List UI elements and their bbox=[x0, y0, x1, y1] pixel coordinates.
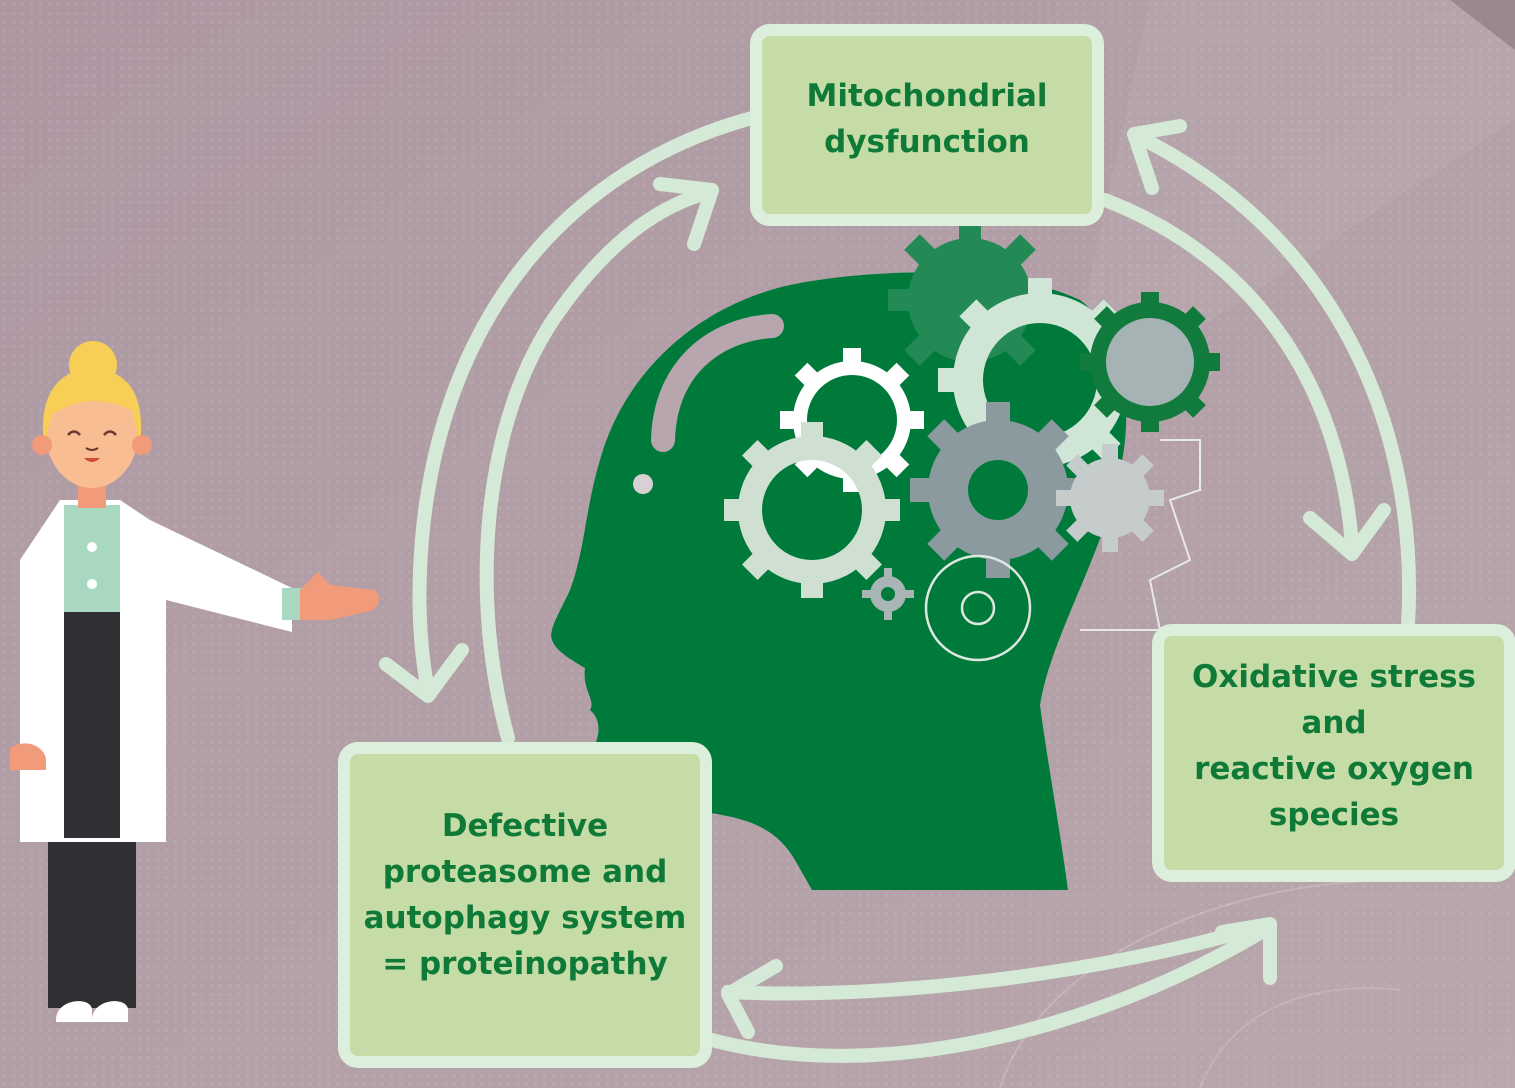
arrow-oxidative-to-proteasome bbox=[721, 918, 1272, 1001]
arrow-oxidative-to-mito bbox=[1128, 128, 1416, 632]
node-defective-proteasome: Defective proteasome and autophagy syste… bbox=[338, 742, 712, 1068]
head-highlight-arc bbox=[651, 314, 784, 452]
node-oxidative-stress: Oxidative stress and reactive oxygen spe… bbox=[1152, 624, 1515, 882]
gears-group bbox=[724, 218, 1220, 662]
node-mitochondrial-dysfunction: Mitochondrial dysfunction bbox=[750, 24, 1104, 226]
gear-grey-small bbox=[1056, 444, 1164, 552]
arrow-mito-to-oxidative bbox=[1098, 193, 1359, 552]
node-label: Mitochondrial dysfunction bbox=[806, 78, 1048, 160]
gear-white-outline bbox=[780, 348, 924, 492]
gear-tiny bbox=[862, 568, 914, 620]
gear-outline-thin bbox=[924, 554, 1032, 662]
gear-grey-large bbox=[910, 402, 1086, 578]
arrow-proteasome-to-mito bbox=[479, 185, 717, 745]
node-label: Oxidative stress and reactive oxygen spe… bbox=[1191, 659, 1477, 833]
gear-green-ring bbox=[1080, 292, 1220, 432]
gear-outline-partial bbox=[1080, 439, 1201, 631]
scientist-illustration bbox=[10, 341, 380, 1022]
arrow-proteasome-to-oxidative bbox=[705, 921, 1275, 1063]
arrow-mito-to-proteasome bbox=[412, 111, 759, 697]
cycle-arrows bbox=[379, 111, 1416, 1063]
node-label: Defective proteasome and autophagy syste… bbox=[363, 808, 687, 982]
gear-pale bbox=[724, 422, 900, 598]
